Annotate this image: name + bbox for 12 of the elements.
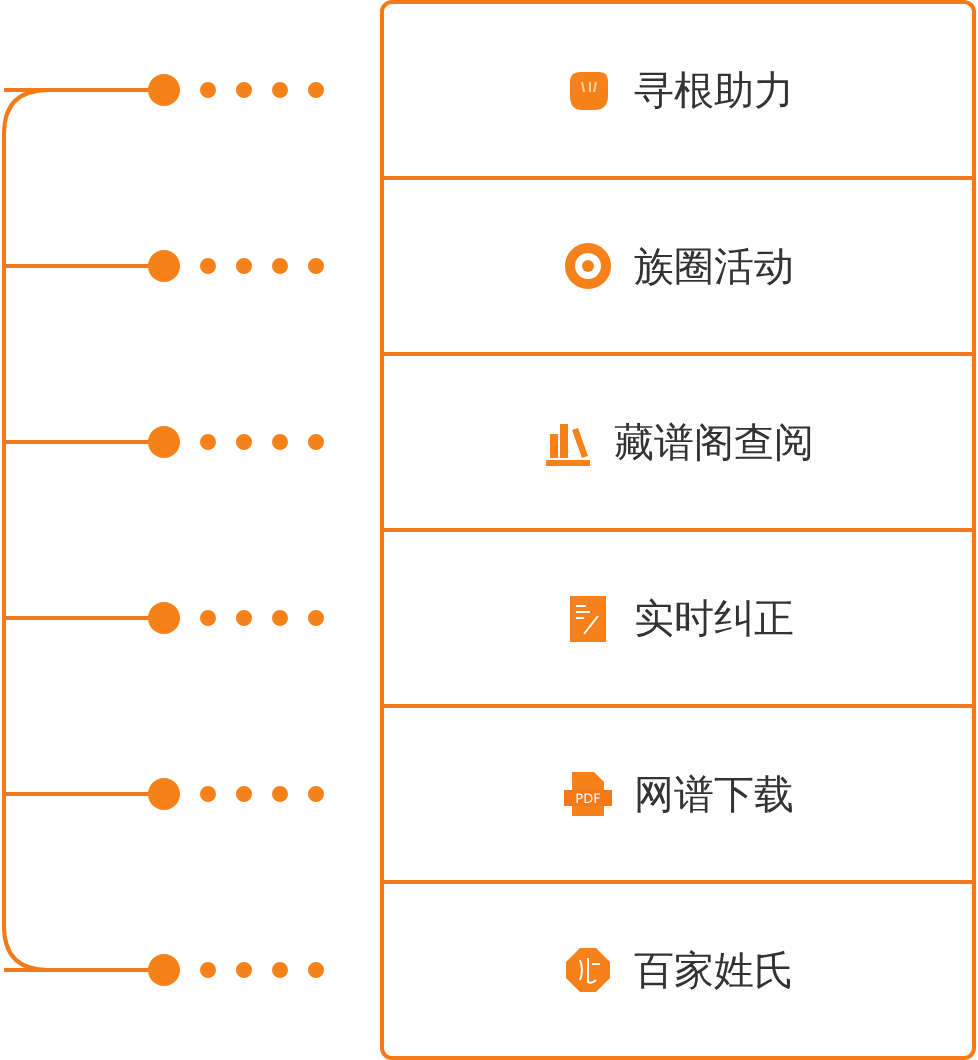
list-row	[380, 180, 976, 356]
list-row	[380, 0, 976, 180]
list-row	[380, 884, 976, 1060]
list-row	[380, 532, 976, 708]
item-label: 族圈活动	[634, 239, 794, 293]
item-label: 百家姓氏	[634, 943, 794, 997]
item-label: 实时纠正	[634, 591, 794, 645]
item-label: 藏谱阁查阅	[614, 415, 814, 469]
list-row	[380, 356, 976, 532]
item-label: 网谱下载	[634, 767, 794, 821]
item-label: 寻根助力	[634, 63, 794, 117]
list-row	[380, 708, 976, 884]
